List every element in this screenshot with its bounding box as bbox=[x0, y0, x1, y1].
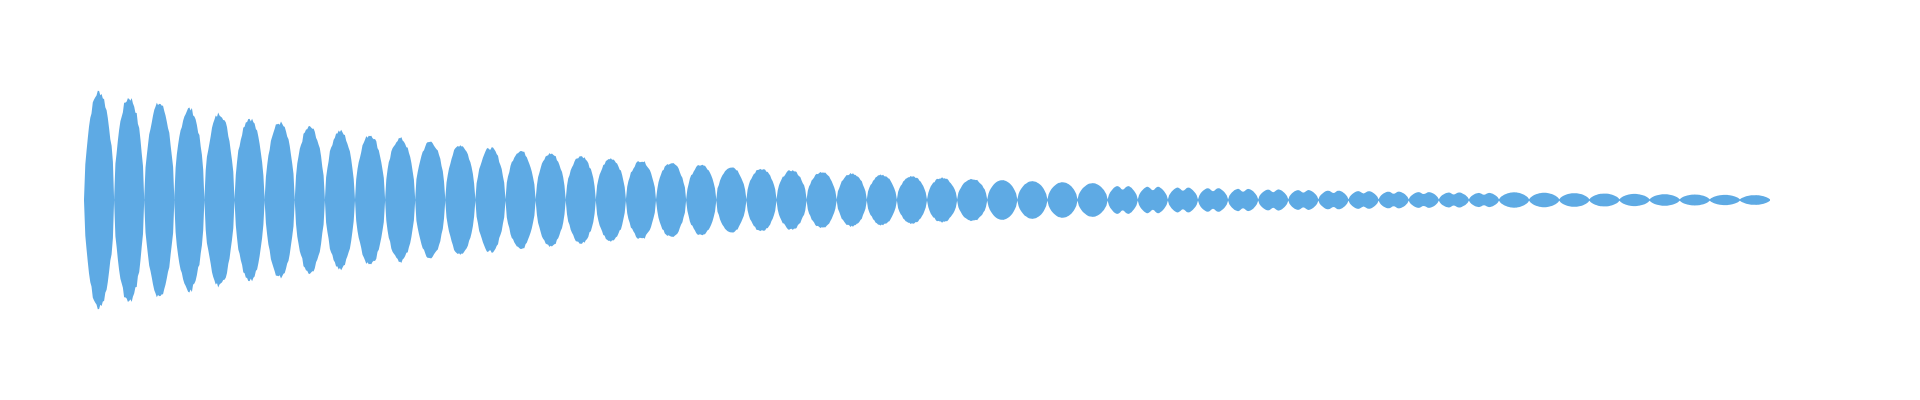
waveform-lobes bbox=[84, 90, 1770, 310]
